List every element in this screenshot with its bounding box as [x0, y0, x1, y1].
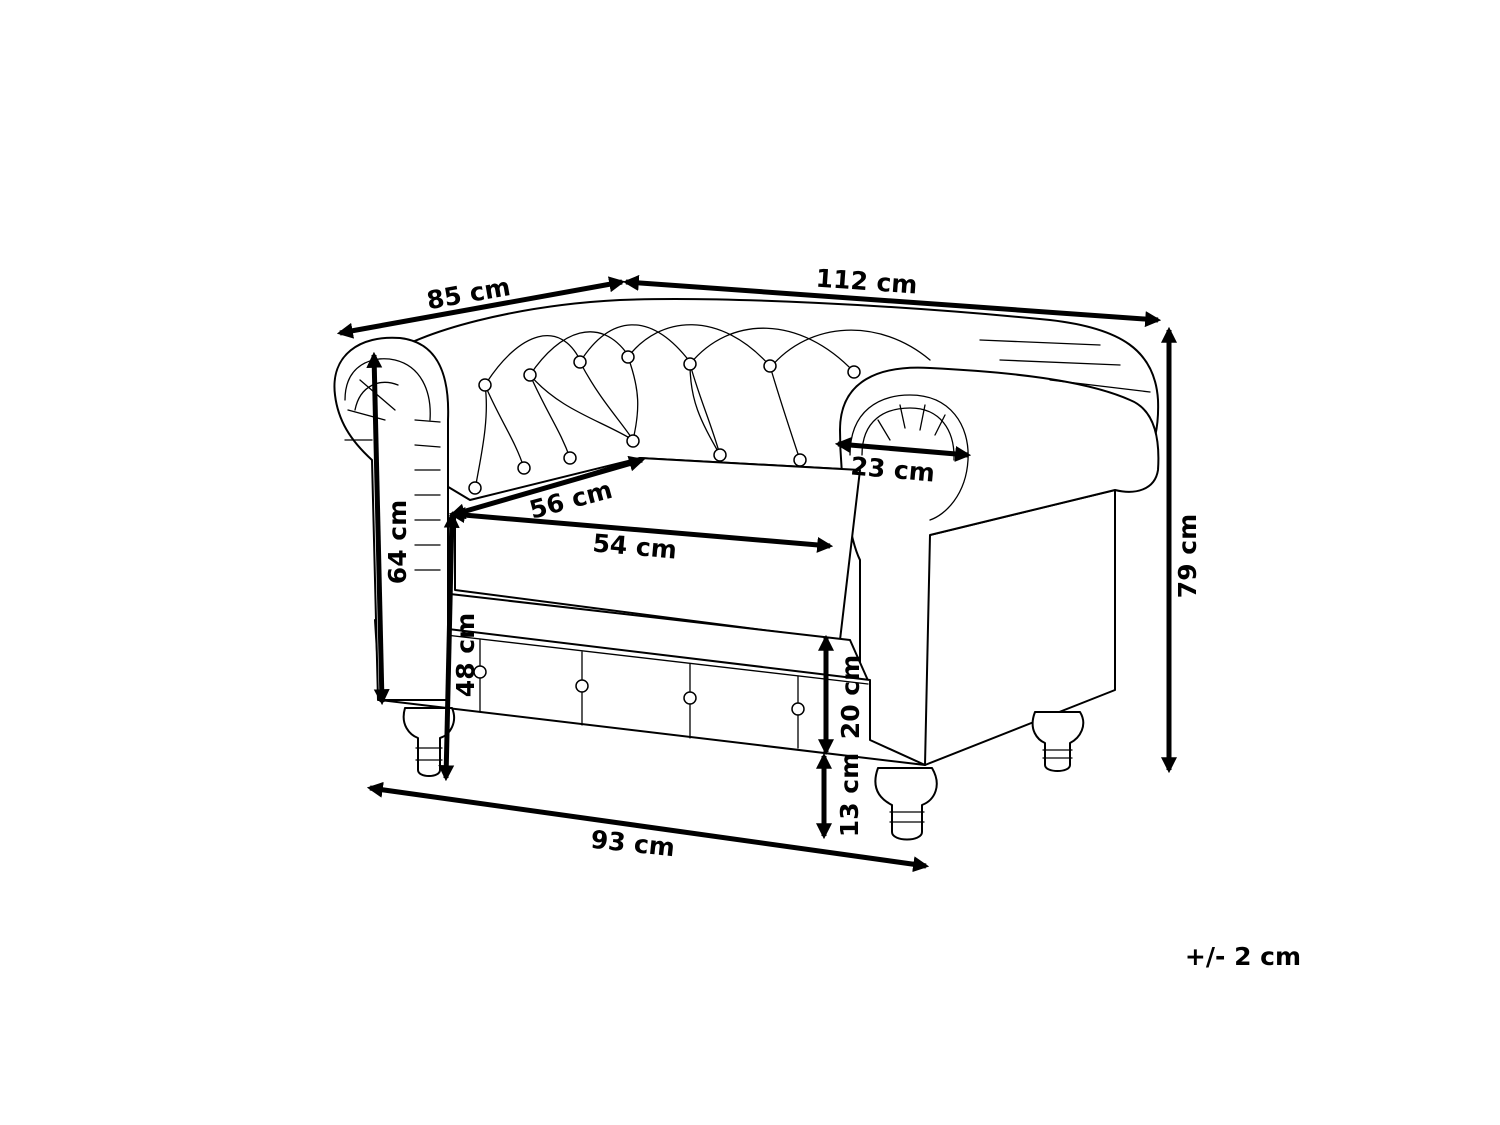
label-leg-height: 13 cm	[835, 753, 864, 837]
arrow-seat-width	[448, 507, 834, 553]
armchair-drawing	[333, 298, 1160, 841]
label-arm-height: 64 cm	[383, 500, 412, 584]
arrow-seat-depth	[448, 455, 646, 520]
dimension-labels: 85 cm 112 cm 23 cm 56 cm 54 cm 64 cm 48 …	[383, 264, 1301, 971]
left-rolled-arm	[333, 336, 450, 701]
right-arm-spiral	[849, 394, 969, 521]
label-width: 112 cm	[815, 264, 919, 300]
label-seat-height: 48 cm	[451, 613, 480, 697]
right-rolled-arm	[839, 366, 1160, 766]
arrow-seat-height	[438, 511, 460, 782]
label-tolerance: +/- 2 cm	[1185, 942, 1301, 971]
arrow-arm-width	[834, 437, 972, 462]
dimension-arrows	[336, 274, 1178, 873]
arrow-width	[622, 274, 1162, 328]
arrow-arm-height	[366, 351, 390, 706]
arrow-base-width	[366, 781, 930, 873]
leg-back-right	[1031, 711, 1085, 772]
label-total-height: 79 cm	[1173, 514, 1202, 598]
label-seat-thickness: 20 cm	[836, 655, 865, 739]
leg-front-right	[874, 767, 938, 841]
arrow-depth	[336, 276, 626, 339]
left-arm-spiral	[344, 358, 431, 421]
